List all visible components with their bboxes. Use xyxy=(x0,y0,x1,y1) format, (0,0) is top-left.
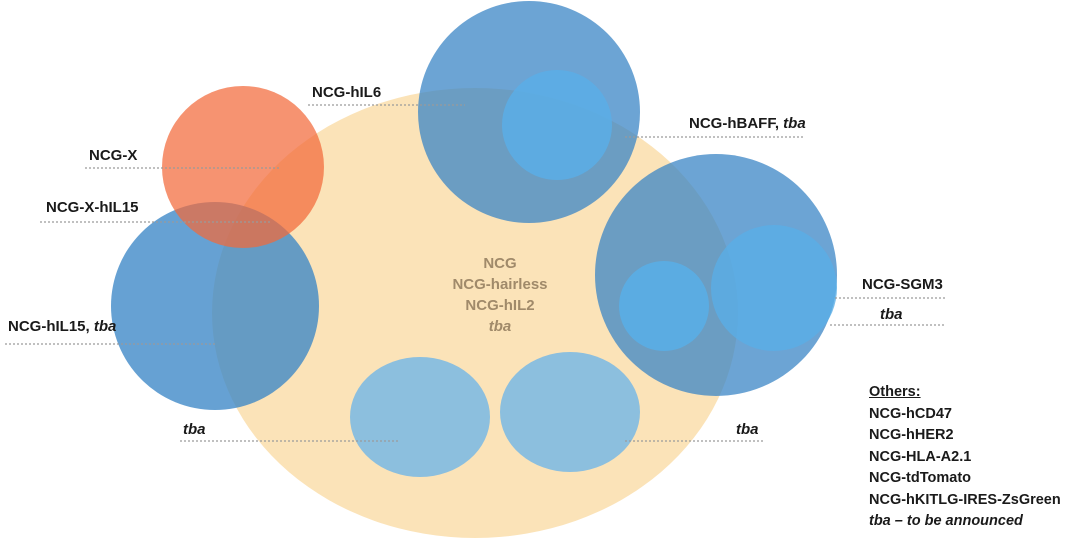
hil15-circle xyxy=(111,202,319,410)
label-hil6: NCG-hIL6 xyxy=(312,84,382,101)
label-ncg-x: NCG-X xyxy=(89,147,138,164)
center-strain-list: NCG NCG-hairless NCG-hIL2 tba xyxy=(420,253,580,337)
label-hbaff-text: NCG-hBAFF, xyxy=(689,115,784,132)
sgm3-inner-circle-small xyxy=(619,261,709,351)
others-item: NCG-hCD47 xyxy=(869,405,952,422)
ncg-x-circle xyxy=(162,86,324,248)
label-sgm3-tba: tba xyxy=(880,306,903,323)
label-bottom-right-tba-text: tba xyxy=(736,421,759,438)
center-line-tba: tba xyxy=(488,318,512,335)
others-item: NCG-hHER2 xyxy=(869,427,954,443)
label-sgm3: NCG-SGM3 xyxy=(862,276,943,293)
label-bottom-right-tba: tba xyxy=(736,421,759,438)
others-item: NCG-hKITLG-IRES-ZsGreen xyxy=(869,491,1061,508)
others-title: Others: xyxy=(869,384,921,400)
center-line-hairless: NCG-hairless xyxy=(452,276,548,293)
others-item: NCG-tdTomato xyxy=(869,470,972,486)
tba-ellipse-left xyxy=(350,357,490,477)
label-bottom-left-tba: tba xyxy=(183,421,206,438)
center-line-hil2: NCG-hIL2 xyxy=(465,297,535,314)
others-note: tba – to be announced xyxy=(869,513,1023,529)
tba-ellipse-right xyxy=(500,352,640,472)
sgm3-inner-circle-large xyxy=(711,225,837,351)
label-hil15-text: NCG-hIL15, xyxy=(8,318,94,335)
hbaff-inner-circle xyxy=(502,70,612,180)
label-bottom-left-tba-text: tba xyxy=(183,421,206,438)
label-hbaff: NCG-hBAFF, tba xyxy=(689,115,806,132)
label-hil15: NCG-hIL15, tba xyxy=(8,318,116,335)
others-item: NCG-HLA-A2.1 xyxy=(869,448,972,465)
label-sgm3-tba-text: tba xyxy=(880,306,903,323)
others-list: Others: NCG-hCD47 NCG-hHER2 NCG-HLA-A2.1… xyxy=(869,382,1061,533)
label-hbaff-tba: tba xyxy=(783,115,806,132)
center-line-ncg: NCG xyxy=(483,255,517,272)
label-ncg-x-hil15: NCG-X-hIL15 xyxy=(46,199,139,216)
label-hil15-tba: tba xyxy=(93,318,117,335)
